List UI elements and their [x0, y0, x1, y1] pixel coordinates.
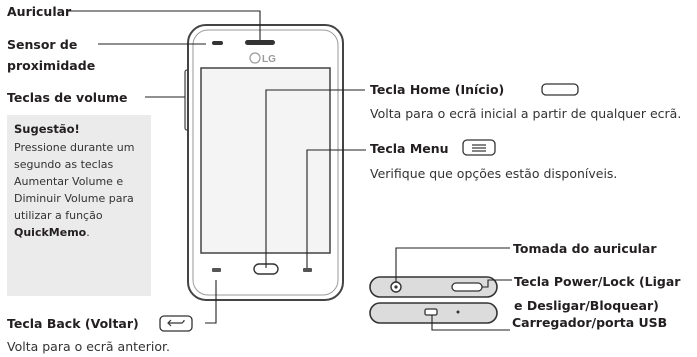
menu-key-desc: Verifique que opções estão disponíveis.: [370, 166, 618, 181]
sensor-label-line1: Sensor de: [7, 37, 78, 52]
earpiece: [245, 40, 275, 45]
quickmemo-word: QuickMemo: [14, 226, 87, 239]
power-lock-button: [451, 282, 483, 292]
tip-text-end: .: [86, 226, 90, 239]
home-key-desc: Volta para o ecrã inicial a partir de qu…: [370, 106, 682, 121]
tip-text-body: Pressione durante um segundo as teclas A…: [14, 141, 135, 222]
menu-lines-icon: [472, 144, 486, 152]
back-key-desc: Volta para o ecrã anterior.: [7, 339, 170, 354]
lg-logo-icon: [249, 52, 261, 64]
sensor-label-line2: proximidade: [7, 58, 96, 73]
headset-jack-label: Tomada do auricular: [513, 241, 657, 256]
proximity-sensor: [212, 41, 223, 45]
home-key-label: Tecla Home (Início): [370, 82, 505, 97]
auricular-label: Auricular: [7, 4, 72, 19]
usb-port: [424, 308, 438, 316]
menu-key-button: [303, 268, 312, 272]
volume-keys-label: Teclas de volume: [7, 90, 128, 105]
back-arrow-icon: [167, 319, 185, 327]
tip-title: Sugestão!: [14, 122, 80, 136]
power-key-label-line2: e Desligar/Bloquear): [514, 298, 659, 313]
back-key-button: [212, 268, 221, 272]
tip-text: Pressione durante um segundo as teclas A…: [14, 139, 144, 241]
menu-key-label: Tecla Menu: [370, 141, 449, 156]
home-key-icon: [541, 83, 579, 96]
power-key-label-line1: Tecla Power/Lock (Ligar: [514, 274, 681, 289]
usb-port-label: Carregador/porta USB: [512, 315, 668, 330]
tip-box: Sugestão! Pressione durante um segundo a…: [7, 115, 151, 296]
phone-top-view: [369, 276, 498, 298]
back-key-label: Tecla Back (Voltar): [7, 316, 139, 331]
phone-brand: LG: [262, 54, 276, 65]
